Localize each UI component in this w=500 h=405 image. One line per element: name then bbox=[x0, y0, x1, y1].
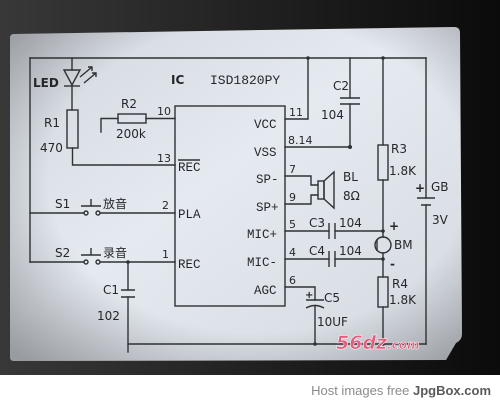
mic-plus-junction-dot bbox=[381, 229, 385, 233]
ic-pin-9-label: SP+ bbox=[256, 201, 279, 215]
led-light-arrows bbox=[79, 66, 97, 84]
c4-value: 104 bbox=[339, 244, 362, 258]
footer-site-link[interactable]: JpgBox.com bbox=[412, 383, 491, 398]
r2-name: R2 bbox=[121, 97, 137, 111]
speaker-name: BL bbox=[343, 170, 358, 184]
agc-pin-wire bbox=[284, 286, 316, 301]
ic-pin-7-label: SP- bbox=[256, 173, 279, 187]
ic-pin-7-number: 7 bbox=[289, 163, 296, 176]
ic-pin-8-14-number: 8.14 bbox=[288, 134, 313, 147]
footer-prefix: Host images free bbox=[311, 383, 410, 398]
mic-minus-sign: - bbox=[390, 257, 395, 271]
r3-junction-dot bbox=[381, 56, 385, 60]
s2-contact-left bbox=[83, 259, 89, 265]
ic-pin-13-number: 13 bbox=[157, 152, 171, 165]
r1-value: 470 bbox=[40, 141, 63, 155]
c1-name: C1 bbox=[103, 283, 119, 297]
r2-value: 200k bbox=[116, 127, 146, 141]
r1-to-pin13-wire bbox=[71, 147, 176, 166]
r4-value: 1.8K bbox=[389, 293, 417, 307]
led-diode-symbol bbox=[62, 69, 82, 87]
ic-pin-1-label: REC bbox=[178, 258, 201, 272]
schematic-photo: LED R1 470 R2 200k IC ISD1820PY 10 13 RE… bbox=[0, 0, 500, 375]
image-host-footer: Host images free JpgBox.com bbox=[0, 375, 500, 405]
battery-value: 3V bbox=[432, 213, 449, 227]
s1-label: 放音 bbox=[103, 196, 127, 211]
circuit-schematic: LED R1 470 R2 200k IC ISD1820PY 10 13 RE… bbox=[29, 56, 449, 353]
sp-plus-wire bbox=[284, 194, 319, 205]
ic-pin-2-label: PLA bbox=[178, 208, 201, 222]
s2-label: 录音 bbox=[103, 245, 127, 260]
s1-actuator bbox=[81, 199, 101, 207]
ic-pin-2-number: 2 bbox=[162, 199, 169, 212]
c1-value: 102 bbox=[97, 309, 120, 323]
r4-name: R4 bbox=[392, 277, 408, 291]
ic-pin-13-label: REC bbox=[178, 161, 201, 175]
c2-name: C2 bbox=[333, 79, 349, 93]
mic-name: BM bbox=[394, 238, 413, 252]
ic-body bbox=[174, 105, 286, 307]
c3-value: 104 bbox=[339, 216, 362, 230]
ic-pin-5-label: MIC+ bbox=[247, 228, 277, 242]
battery-plates bbox=[417, 197, 435, 206]
c3-name: C3 bbox=[309, 216, 325, 230]
vss-junction-dot bbox=[348, 145, 352, 149]
c1-junction-dot bbox=[126, 260, 130, 264]
ic-pin-1-number: 1 bbox=[162, 248, 169, 261]
footer-credit: Host images free JpgBox.com bbox=[311, 383, 491, 398]
r4-ground-junction-dot bbox=[381, 342, 385, 346]
ic-pin-11-number: 11 bbox=[289, 106, 303, 119]
ic-pin-4-label: MIC- bbox=[247, 256, 277, 270]
ic-pin-5-number: 5 bbox=[289, 218, 296, 231]
ic-pin-8-14-label: VSS bbox=[254, 146, 277, 160]
speaker-value: 8Ω bbox=[343, 189, 360, 203]
s1-contact-left bbox=[83, 210, 89, 216]
ic-pin-9-number: 9 bbox=[289, 191, 296, 204]
led-label: LED bbox=[33, 76, 59, 90]
ic-pin-6-number: 6 bbox=[289, 274, 296, 287]
ic-pin-4-number: 4 bbox=[289, 246, 296, 259]
vcc-pin-wire bbox=[284, 57, 309, 120]
c5-value: 10UF bbox=[317, 315, 348, 329]
battery-name: GB bbox=[431, 180, 449, 194]
c2-value: 104 bbox=[321, 108, 344, 122]
vcc-junction-dot bbox=[306, 56, 310, 60]
ic-pin-10-number: 10 bbox=[157, 105, 171, 118]
mic-plus-sign: + bbox=[389, 219, 399, 233]
c5-polarity-sign: + bbox=[305, 290, 313, 301]
c5-ground-junction-dot bbox=[313, 342, 317, 346]
ic-name: IC bbox=[171, 73, 184, 87]
ic-pin-6-label: AGC bbox=[254, 284, 277, 298]
c4-name: C4 bbox=[309, 244, 325, 258]
ic-part-number: ISD1820PY bbox=[210, 73, 280, 88]
s1-name: S1 bbox=[55, 197, 70, 211]
ic-pin-11-label: VCC bbox=[254, 118, 277, 132]
r1-name: R1 bbox=[44, 116, 60, 130]
c5-name: C5 bbox=[324, 291, 340, 305]
battery-polarity-sign: + bbox=[415, 181, 425, 195]
speaker-cone bbox=[323, 170, 335, 210]
r3-name: R3 bbox=[391, 142, 407, 156]
watermark-suffix: .com bbox=[387, 338, 419, 352]
site-watermark: 56dz.com bbox=[336, 332, 420, 354]
r3-value: 1.8K bbox=[389, 164, 417, 178]
sp-minus-wire bbox=[284, 175, 319, 186]
screen-vignette bbox=[10, 27, 462, 361]
watermark-main: 56dz bbox=[336, 332, 388, 354]
s2-name: S2 bbox=[55, 246, 70, 260]
r2-lead-wire bbox=[100, 117, 119, 133]
s2-actuator bbox=[81, 248, 101, 256]
